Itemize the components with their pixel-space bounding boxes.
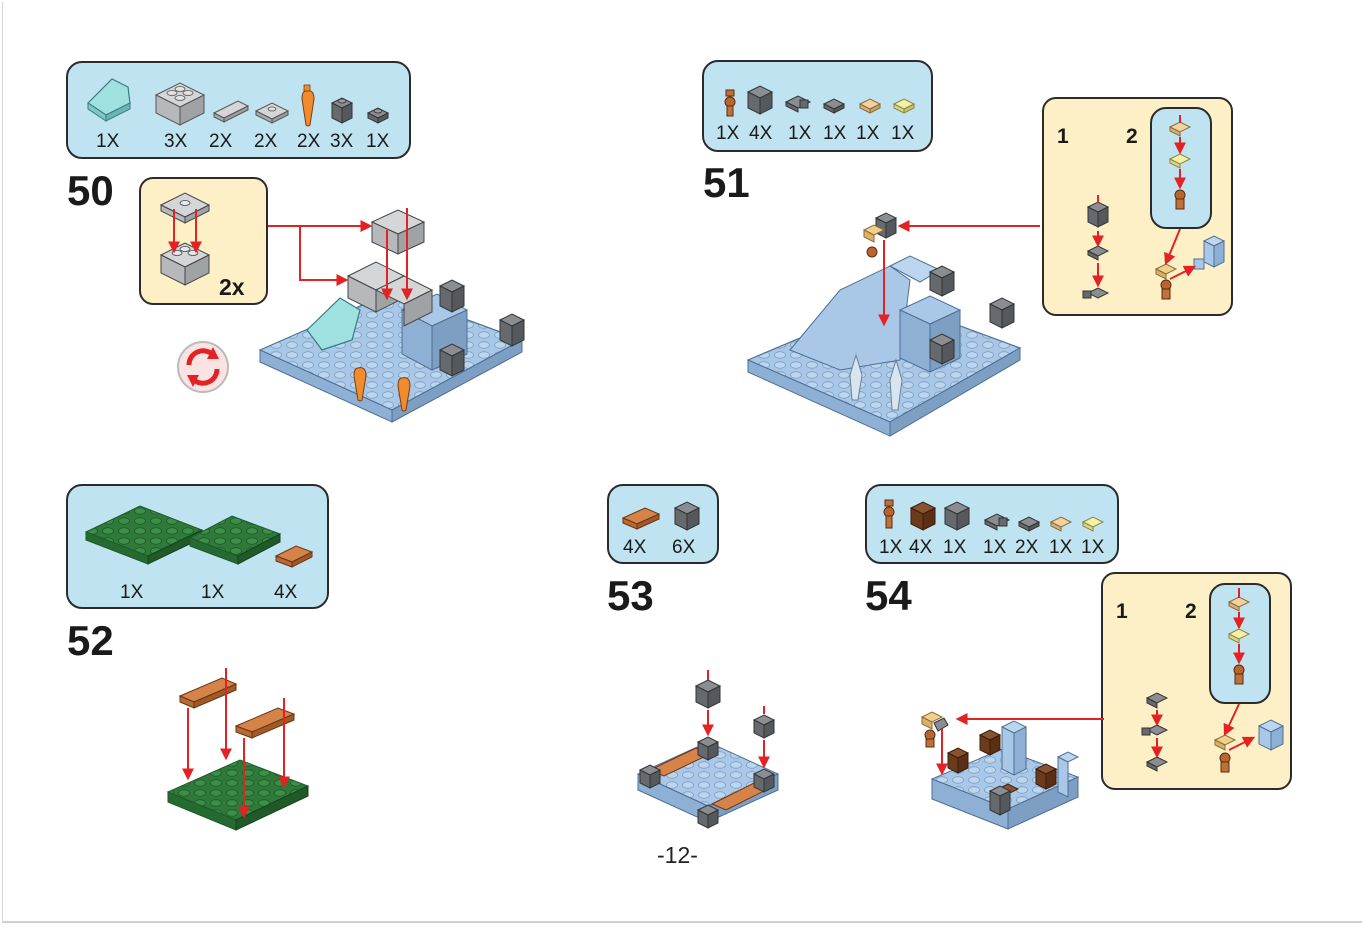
plate-4x6-green-icon xyxy=(84,505,204,565)
slope-trans-light-blue-icon xyxy=(87,78,131,122)
sub-assembly-step-50: 2x xyxy=(139,177,268,305)
part-qty: 2X xyxy=(254,131,278,152)
plate-4x6-green-icon xyxy=(188,515,282,565)
part-qty: 1X xyxy=(879,537,903,558)
multiplier-label: 2x xyxy=(219,274,245,300)
parts-icons-step-52 xyxy=(84,505,314,568)
tile-1x2-light-gray-icon xyxy=(212,100,250,123)
sub-assembly-diagram xyxy=(1082,115,1226,300)
sub-assembly-diagram xyxy=(159,192,211,286)
part-qty: 1X xyxy=(1081,537,1105,558)
part-qty: 1X xyxy=(823,123,847,144)
carrot-orange-icon xyxy=(301,84,315,127)
parts-list-step-51: 1X 4X 1X 1X 1X 1X xyxy=(702,60,933,152)
part-qty: 1X xyxy=(891,123,915,144)
rotate-model-icon xyxy=(177,341,229,393)
plate-1x1-dark-gray-icon xyxy=(1017,516,1041,532)
part-qty: 1X xyxy=(96,131,120,152)
parts-list-step-52: 1X 1X 4X xyxy=(66,484,329,609)
plate-1x1-tan-icon xyxy=(858,98,882,114)
step-number: 53 xyxy=(607,572,654,619)
part-qty: 1X xyxy=(856,123,880,144)
sub-assembly-step-54: 1 2 xyxy=(1101,572,1292,790)
parts-list-step-50: 1X 3X 2X 2X 2X 3X 1X xyxy=(66,61,411,159)
part-qty: 1X xyxy=(366,131,390,152)
page-number: -12- xyxy=(657,842,698,868)
step-number: 51 xyxy=(703,159,750,206)
part-qty: 1X xyxy=(201,582,225,603)
plate-1x2-orange-brown-icon xyxy=(621,507,661,530)
plate-1x1-light-yellow-icon xyxy=(1081,516,1105,532)
part-qty: 4X xyxy=(909,537,933,558)
minifig-torch-icon xyxy=(883,499,895,529)
model-diagram-step-50 xyxy=(258,208,526,423)
part-qty: 1X xyxy=(943,537,967,558)
parts-icons-step-54 xyxy=(883,499,1105,532)
part-qty: 6X xyxy=(672,537,696,558)
step-number: 50 xyxy=(67,167,114,214)
parts-list-step-53: 4X 6X xyxy=(607,484,719,564)
model-diagram-step-54 xyxy=(920,711,1104,830)
brick-1x1-dark-gray-icon xyxy=(943,501,971,531)
sub-assembly-diagram xyxy=(1141,588,1285,773)
model-diagram-step-51 xyxy=(746,212,1040,437)
sub-step-number: 1 xyxy=(1116,600,1128,623)
plate-1x2-orange-brown-icon xyxy=(274,545,314,568)
plate-clip-dark-gray-icon xyxy=(983,513,1011,531)
plate-1x1-dark-gray-icon xyxy=(366,107,390,124)
model-diagram-step-53 xyxy=(636,670,780,829)
sub-step-number: 2 xyxy=(1185,600,1197,623)
part-qty: 1X xyxy=(983,537,1007,558)
part-qty: 4X xyxy=(749,123,773,144)
sub-step-number: 1 xyxy=(1057,125,1069,148)
plate-1x1-light-yellow-icon xyxy=(892,98,916,114)
part-qty: 1X xyxy=(120,582,144,603)
part-qty: 2X xyxy=(297,131,321,152)
sub-assembly-step-51: 1 2 xyxy=(1042,97,1233,316)
step-number: 54 xyxy=(865,572,912,619)
brick-1x1-brown-icon xyxy=(909,501,937,531)
plate-clip-dark-gray-icon xyxy=(784,95,812,113)
part-qty: 4X xyxy=(274,582,298,603)
plate-1x1-dark-gray-icon xyxy=(822,98,846,114)
part-qty: 2X xyxy=(209,131,233,152)
sub-step-number: 2 xyxy=(1126,125,1138,148)
parts-icons-step-50 xyxy=(87,78,390,127)
model-diagram-step-52 xyxy=(166,668,310,831)
part-qty: 4X xyxy=(623,537,647,558)
part-qty: 1X xyxy=(788,123,812,144)
parts-list-step-54: 1X 4X 1X 1X 2X 1X 1X xyxy=(865,484,1119,564)
brick-1x1-dark-gray-icon xyxy=(746,85,774,115)
part-qty: 1X xyxy=(716,123,740,144)
part-qty: 3X xyxy=(164,131,188,152)
jumper-plate-light-gray-icon xyxy=(254,102,290,124)
minifig-torch-icon xyxy=(724,89,736,117)
brick-2x2-light-gray-icon xyxy=(154,82,206,126)
step-number: 52 xyxy=(67,617,114,664)
brick-1x1-dark-gray-icon xyxy=(673,501,701,531)
part-qty: 2X xyxy=(1015,537,1039,558)
parts-icons-step-51 xyxy=(724,85,916,117)
parts-icons-step-53 xyxy=(621,501,701,531)
brick-1x1-dark-gray-icon xyxy=(330,97,354,124)
part-qty: 3X xyxy=(330,131,354,152)
part-qty: 1X xyxy=(1049,537,1073,558)
plate-1x1-tan-icon xyxy=(1049,516,1073,532)
